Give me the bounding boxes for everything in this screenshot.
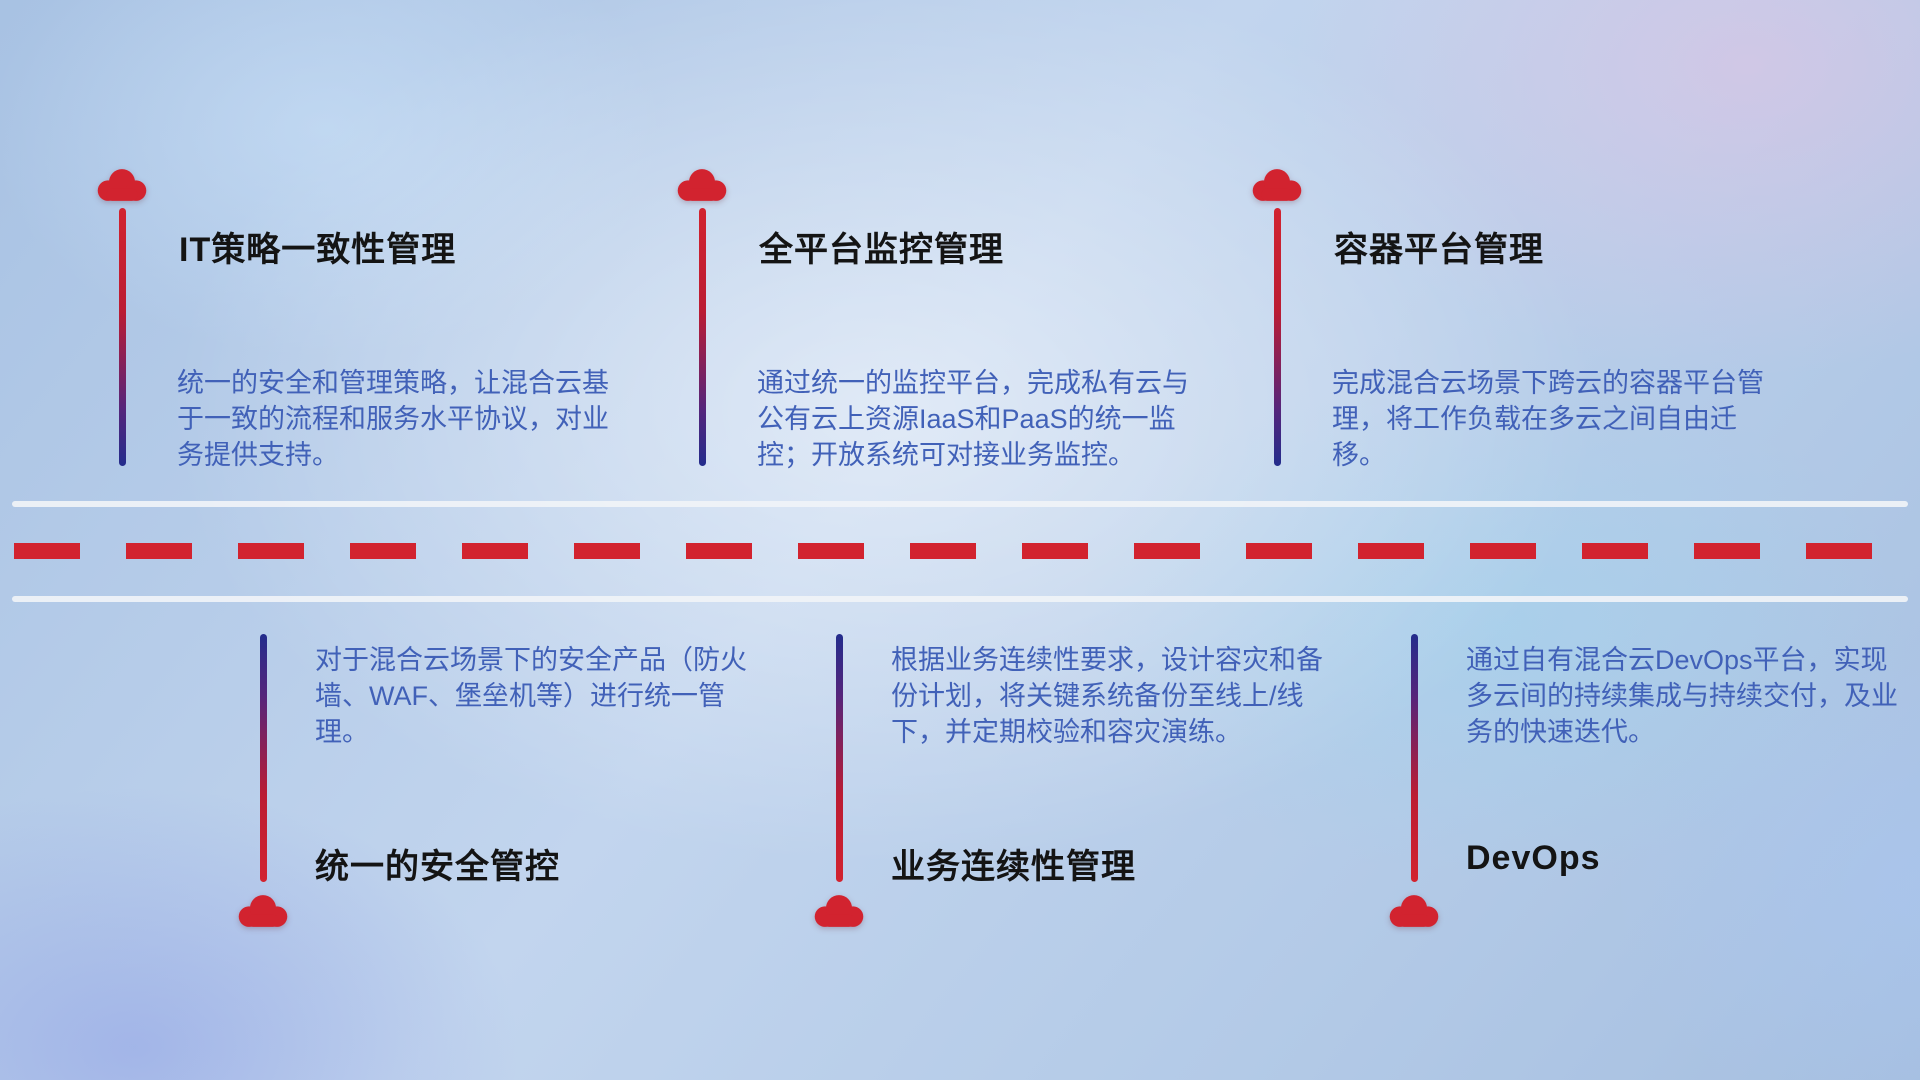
timeline-stem [699, 208, 706, 466]
item-description: 通过自有混合云DevOps平台，实现多云间的持续集成与持续交付，及业务的快速迭代… [1466, 645, 1898, 747]
cloud-icon [97, 169, 147, 201]
timeline-stem [836, 634, 843, 882]
road-line-top [12, 501, 1908, 507]
cloud-icon [814, 895, 864, 927]
item-title: DevOps [1466, 839, 1601, 877]
cloud-icon [238, 895, 288, 927]
item-title: 统一的安全管控 [315, 848, 560, 886]
timeline-stem [1274, 208, 1281, 466]
road-dashed-centerline [14, 543, 1906, 559]
timeline-stem [119, 208, 126, 466]
item-title: 全平台监控管理 [759, 231, 1004, 269]
timeline-stem [260, 634, 267, 882]
item-title: IT策略一致性管理 [179, 231, 457, 269]
road-line-bottom [12, 596, 1908, 602]
item-description: 统一的安全和管理策略，让混合云基于一致的流程和服务水平协议，对业务提供支持。 [177, 368, 609, 470]
item-description: 根据业务连续性要求，设计容灾和备份计划，将关键系统备份至线上/线下，并定期校验和… [891, 645, 1323, 747]
item-description: 完成混合云场景下跨云的容器平台管理，将工作负载在多云之间自由迁移。 [1332, 368, 1764, 470]
cloud-icon [677, 169, 727, 201]
cloud-icon [1252, 169, 1302, 201]
cloud-icon [1389, 895, 1439, 927]
item-title: 容器平台管理 [1334, 231, 1544, 269]
item-description: 对于混合云场景下的安全产品（防火墙、WAF、堡垒机等）进行统一管理。 [315, 645, 747, 747]
item-description: 通过统一的监控平台，完成私有云与公有云上资源IaaS和PaaS的统一监控；开放系… [757, 368, 1189, 470]
timeline-stem [1411, 634, 1418, 882]
item-title: 业务连续性管理 [891, 848, 1136, 886]
